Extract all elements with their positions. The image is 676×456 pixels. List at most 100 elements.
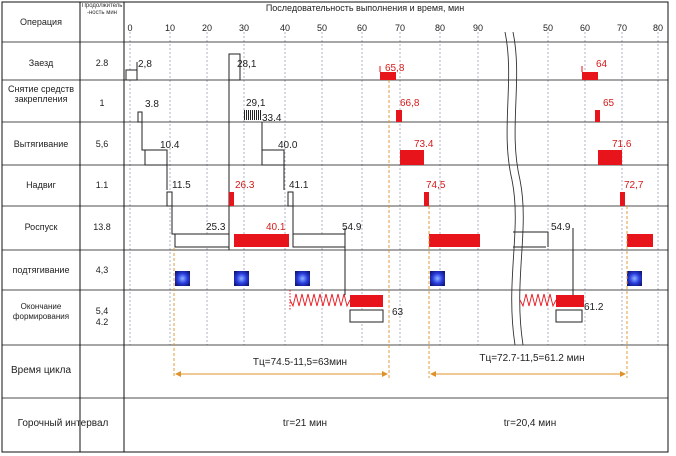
- vytyag-bar: [261, 149, 285, 166]
- rospusk-label: 54.9: [551, 222, 571, 233]
- tick-label: 60: [357, 23, 367, 33]
- okonch-red-bar: [556, 295, 584, 307]
- row-value-snyatie: 1: [99, 98, 104, 108]
- nadvig-label: 41.1: [289, 180, 309, 191]
- cycle-formula-left: Тц=74.5-11,5=63мин: [253, 357, 347, 368]
- nadvig-label: 11.5: [172, 180, 191, 191]
- rospusk-bar: [174, 233, 230, 248]
- zaezd-red-bar: [380, 72, 396, 80]
- nadvig-red-label: 26.3: [235, 180, 255, 191]
- table-frame: [1, 1, 669, 453]
- nadvig-bar: [287, 191, 294, 207]
- nadvig-red-bar: [620, 192, 625, 206]
- tick-label: 60: [580, 23, 590, 33]
- axis-break-line: [512, 31, 524, 346]
- vytyag-red-bar: [598, 150, 622, 165]
- rospusk-red-label: 40.1: [266, 222, 286, 233]
- podtyag-marker: [627, 271, 642, 286]
- zaezd-label: 2,8: [138, 59, 152, 70]
- nadvig-red-bar: [229, 192, 234, 206]
- tick-label: 80: [653, 23, 663, 33]
- zaezd-red-label: 65,8: [385, 63, 405, 74]
- podtyag-marker: [175, 271, 190, 286]
- vytyag-red-label: 73.4: [414, 139, 434, 150]
- podtyag-marker: [234, 271, 249, 286]
- row-label-rospusk: Роспуск: [25, 222, 58, 232]
- nadvig-red-bar: [424, 192, 429, 206]
- okonch-zigzag: [289, 293, 351, 308]
- snyatie-label: 33.4: [262, 113, 282, 124]
- zaezd-red-label: 64: [596, 59, 608, 70]
- snyatie-label: 3.8: [145, 99, 159, 110]
- row-label-okonch: Окончание формирования: [12, 302, 70, 321]
- vytyag-red-bar: [400, 150, 424, 165]
- tick-label: 80: [435, 23, 445, 33]
- snyatie-label: 29,1: [246, 98, 266, 109]
- nadvig-bar: [166, 191, 173, 207]
- rospusk-red-bar: [627, 234, 653, 247]
- header-duration: Продолжитель-ность мин: [81, 3, 123, 16]
- row-value-zaezd: 2.8: [96, 58, 109, 68]
- cycle-formula-right: Тц=72.7-11,5=61.2 мин: [479, 353, 584, 364]
- row-value-okonch: 5,4 4.2: [95, 306, 109, 327]
- okonch-bar: [349, 309, 384, 323]
- row-value-rospusk: 13.8: [93, 222, 111, 232]
- axis-break-line: [504, 31, 516, 346]
- vytyag-label: 40.0: [278, 140, 298, 151]
- rospusk-label: 54.9: [342, 222, 362, 233]
- header-operation: Операция: [20, 17, 62, 27]
- row-label-podtyag: подтягивание: [13, 265, 70, 275]
- tick-label: 10: [165, 23, 175, 33]
- row-value-okonch-wrap: 5,4 4.2: [95, 306, 109, 327]
- snyatie-red-label: 66,8: [400, 98, 420, 109]
- rospusk-label: 25.3: [206, 222, 226, 233]
- snyatie-red-bar: [595, 110, 600, 122]
- time-gridlines: [129, 32, 659, 345]
- row-label-nadvig: Надвиг: [26, 180, 57, 190]
- okonch-label: 63: [392, 307, 404, 318]
- podtyag-markers: [175, 271, 642, 286]
- tick-label: 40: [280, 23, 290, 33]
- tick-label: 20: [202, 23, 212, 33]
- row-label-zaezd: Заезд: [29, 58, 54, 68]
- okonch-label: 61.2: [584, 302, 604, 313]
- nadvig-red-label: 74,5: [426, 180, 446, 191]
- tick-label: 70: [617, 23, 627, 33]
- nadvig-red-label: 72,7: [624, 180, 644, 191]
- tick-label: 90: [473, 23, 483, 33]
- row-value-nadvig: 1.1: [96, 180, 109, 190]
- rospusk-red-bar: [234, 234, 289, 247]
- tick-label: 0: [127, 23, 132, 33]
- row-label-snyatie-wrap: Снятие средств закрепления: [8, 84, 74, 104]
- header-duration-wrap: Продолжитель-ность мин: [81, 3, 123, 16]
- rospusk-red-bar: [429, 234, 480, 247]
- zaezd-label: 28,1: [237, 59, 257, 70]
- interval-right: tг=20,4 мин: [504, 418, 557, 429]
- okonch-zigzag: [519, 293, 557, 308]
- cycle-guides: [173, 80, 628, 378]
- snyatie-hatch: [244, 110, 262, 120]
- interval-left: tг=21 мин: [283, 418, 327, 429]
- vytyag-label: 10.4: [160, 140, 180, 151]
- snyatie-red-bar: [396, 110, 402, 122]
- podtyag-marker: [295, 271, 310, 286]
- cycle-label: Время цикла: [11, 365, 71, 376]
- zaezd-red-bar: [582, 72, 598, 80]
- okonch-bar: [555, 309, 583, 323]
- time-scale: 0 10 20 30 40 50 60 70 80 90 50 60 70 80: [127, 23, 663, 33]
- interval-label: Горочный интервал: [18, 418, 109, 429]
- vytyag-bar: [144, 149, 168, 166]
- tick-label: 30: [239, 23, 249, 33]
- snyatie-red-label: 65: [603, 98, 615, 109]
- row-value-podtyag: 4,3: [96, 265, 109, 275]
- tick-label: 70: [395, 23, 405, 33]
- snyatie-bar: [137, 111, 143, 123]
- okonch-red-bar: [350, 295, 383, 307]
- tick-label: 50: [317, 23, 327, 33]
- tick-label: 50: [543, 23, 553, 33]
- row-label-vytyag: Вытягивание: [14, 139, 68, 149]
- vytyag-red-label: 71.6: [612, 139, 632, 150]
- row-label-snyatie: Снятие средств закрепления: [8, 84, 74, 104]
- rospusk-bar: [292, 233, 346, 248]
